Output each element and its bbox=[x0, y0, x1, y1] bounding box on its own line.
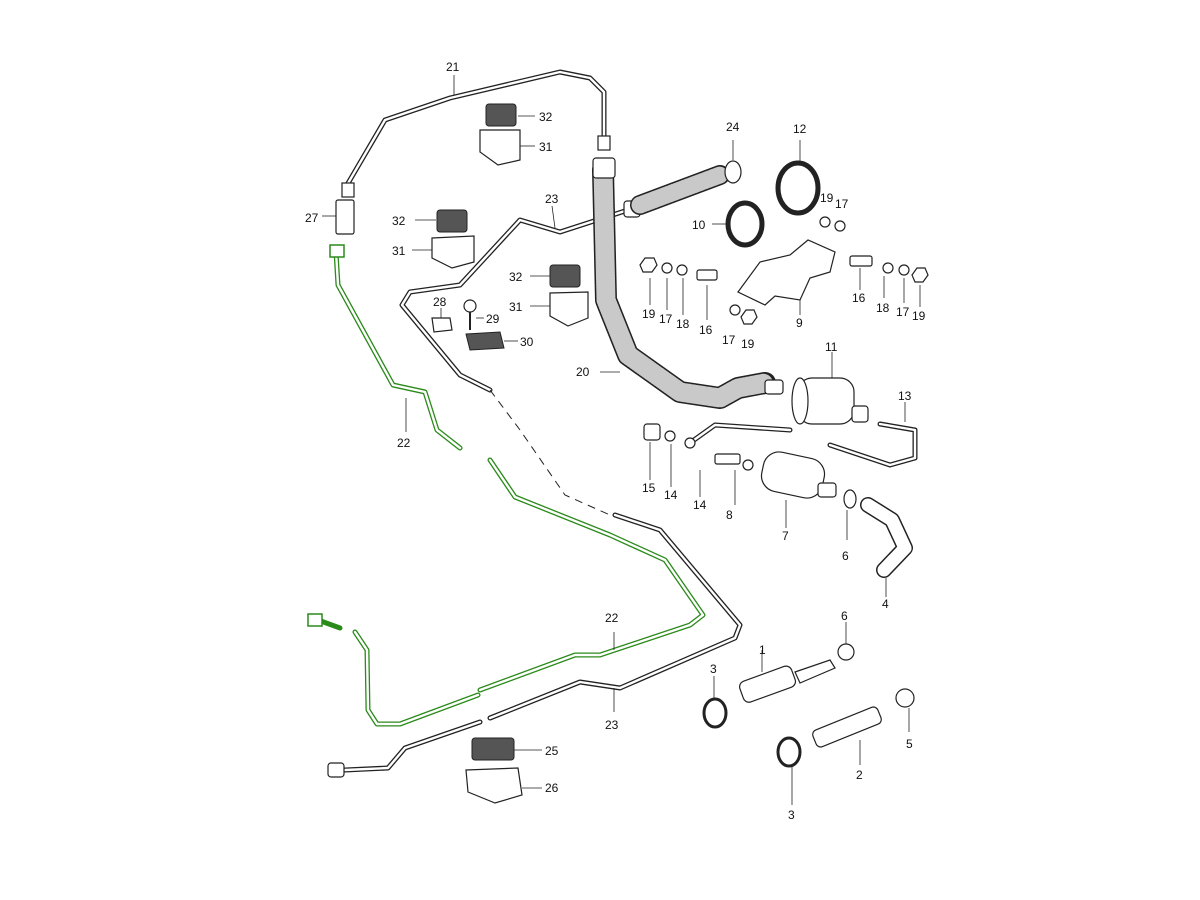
label-3: 3 bbox=[710, 662, 717, 676]
hose-clamp-12[interactable] bbox=[775, 140, 821, 216]
label-25: 25 bbox=[545, 744, 559, 758]
leader-lines bbox=[405, 75, 620, 712]
clip-32-top[interactable] bbox=[485, 103, 535, 127]
label-13: 13 bbox=[898, 389, 912, 403]
bracket-31-lower[interactable] bbox=[530, 291, 589, 327]
bracket-26[interactable] bbox=[465, 767, 542, 804]
clamp-5[interactable] bbox=[895, 688, 915, 732]
label-1: 1 bbox=[759, 643, 766, 657]
fuel-line-13[interactable] bbox=[691, 402, 918, 468]
label-19: 19 bbox=[912, 309, 926, 323]
label-6: 6 bbox=[842, 549, 849, 563]
connector-27[interactable] bbox=[322, 199, 355, 235]
label-29: 29 bbox=[486, 312, 500, 326]
label-30: 30 bbox=[520, 335, 534, 349]
hose-4[interactable] bbox=[860, 497, 913, 597]
clip-32-mid[interactable] bbox=[415, 209, 468, 233]
fuel-pump-7[interactable] bbox=[759, 449, 837, 528]
hose-clamp-10[interactable] bbox=[712, 200, 765, 248]
fuel-sender-1[interactable] bbox=[738, 650, 836, 704]
label-14: 14 bbox=[693, 498, 707, 512]
label-27: 27 bbox=[305, 211, 319, 225]
bracket-31-mid[interactable] bbox=[412, 235, 475, 269]
pipe-21[interactable] bbox=[341, 69, 611, 198]
label-20: 20 bbox=[576, 365, 590, 379]
label-26: 26 bbox=[545, 781, 559, 795]
label-5: 5 bbox=[906, 737, 913, 751]
label-32: 32 bbox=[392, 214, 406, 228]
label-16: 16 bbox=[852, 291, 866, 305]
screw-29[interactable] bbox=[463, 299, 484, 330]
hose-clamp-24[interactable] bbox=[724, 140, 742, 184]
pipe-23[interactable] bbox=[327, 200, 743, 778]
hose-20[interactable] bbox=[592, 157, 776, 409]
label-32: 32 bbox=[539, 110, 553, 124]
label-24: 24 bbox=[726, 120, 740, 134]
label-15: 15 bbox=[642, 481, 656, 495]
label-28: 28 bbox=[433, 295, 447, 309]
label-31: 31 bbox=[392, 244, 406, 258]
label-7: 7 bbox=[782, 529, 789, 543]
label-8: 8 bbox=[726, 508, 733, 522]
label-31: 31 bbox=[509, 300, 523, 314]
bracket-31-top[interactable] bbox=[479, 129, 535, 166]
label-18: 18 bbox=[676, 317, 690, 331]
label-9: 9 bbox=[796, 316, 803, 330]
bracket-9[interactable] bbox=[737, 239, 836, 315]
label-22: 22 bbox=[605, 611, 619, 625]
label-17: 17 bbox=[835, 197, 849, 211]
label-19: 19 bbox=[820, 191, 834, 205]
label-6: 6 bbox=[841, 609, 848, 623]
label-10: 10 bbox=[692, 218, 706, 232]
label-11: 11 bbox=[825, 340, 838, 354]
clip-25[interactable] bbox=[471, 737, 542, 761]
seal-3-upper[interactable] bbox=[702, 676, 728, 729]
label-21: 21 bbox=[446, 60, 460, 74]
hardware-group-right[interactable] bbox=[819, 216, 929, 307]
label-2: 2 bbox=[856, 768, 863, 782]
fittings-8-14-15[interactable] bbox=[643, 423, 754, 505]
clamp-6-upper[interactable] bbox=[843, 489, 857, 540]
label-17: 17 bbox=[722, 333, 736, 347]
label-19: 19 bbox=[642, 307, 656, 321]
label-4: 4 bbox=[882, 597, 889, 611]
label-19: 19 bbox=[741, 337, 755, 351]
label-17: 17 bbox=[659, 312, 673, 326]
label-23: 23 bbox=[545, 192, 559, 206]
label-14: 14 bbox=[664, 488, 678, 502]
label-23: 23 bbox=[605, 718, 619, 732]
label-22: 22 bbox=[397, 436, 411, 450]
label-32: 32 bbox=[509, 270, 523, 284]
label-18: 18 bbox=[876, 301, 890, 315]
part-labels: 21 32 31 24 12 27 23 19 17 32 10 31 32 2… bbox=[305, 60, 926, 822]
label-16: 16 bbox=[699, 323, 713, 337]
fuel-filter-11[interactable] bbox=[764, 352, 869, 425]
clamp-6-lower[interactable] bbox=[837, 622, 855, 661]
nut-28[interactable] bbox=[431, 308, 453, 333]
hardware-group-left[interactable] bbox=[639, 257, 758, 325]
label-12: 12 bbox=[793, 122, 807, 136]
clip-30[interactable] bbox=[465, 331, 518, 351]
label-3: 3 bbox=[788, 808, 795, 822]
label-17: 17 bbox=[896, 305, 910, 319]
fuel-sender-2[interactable] bbox=[811, 706, 883, 765]
label-31: 31 bbox=[539, 140, 553, 154]
pipe-22-highlighted[interactable] bbox=[307, 244, 706, 727]
seal-3-lower[interactable] bbox=[776, 736, 802, 805]
clip-32-lower[interactable] bbox=[530, 264, 581, 288]
